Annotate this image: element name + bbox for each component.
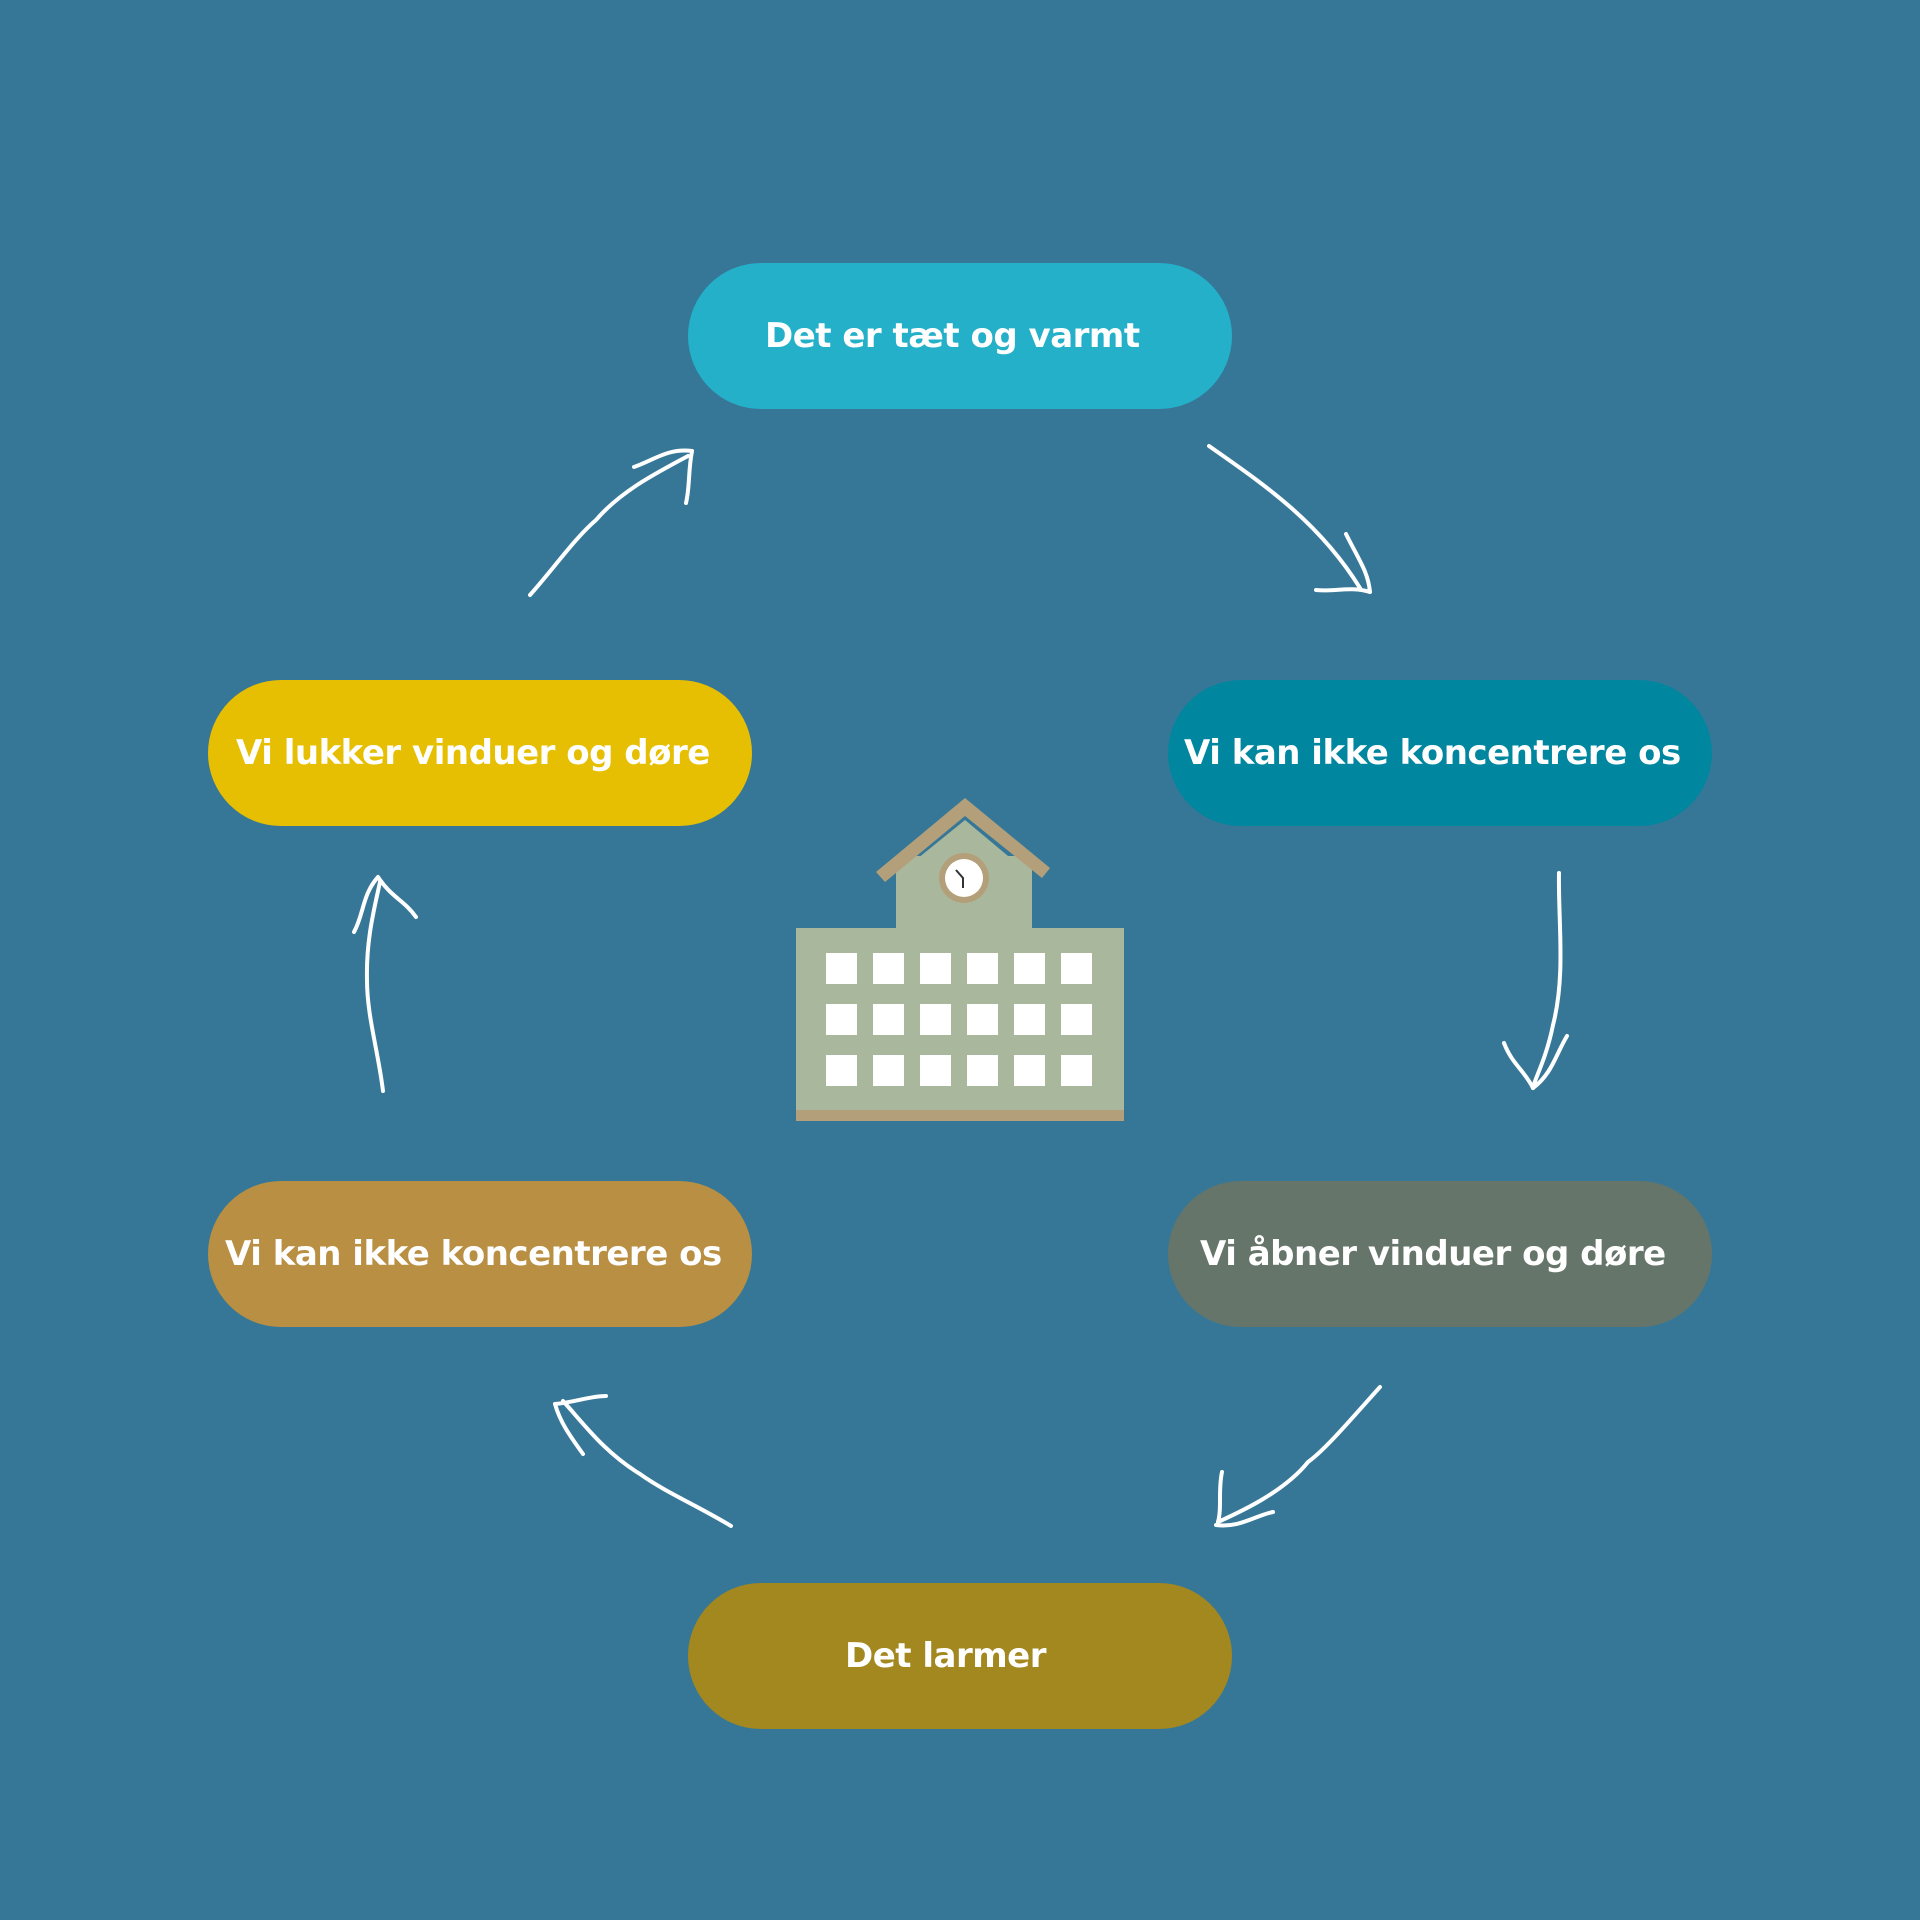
node-vi-kan-ikke-koncentrere-os-left: Vi kan ikke koncentrere os [208,1181,752,1327]
node-vi-abner-vinduer-og-dore: Vi åbner vinduer og døre [1168,1181,1712,1327]
node-label: Det larmer [845,1636,1047,1676]
school-window [967,1004,998,1035]
school-window [1061,953,1092,984]
node-label: Vi åbner vinduer og døre [1200,1234,1666,1274]
school-window [873,1004,904,1035]
school-window [1014,1004,1045,1035]
arrow-left1-to-top [528,448,694,597]
school-window [920,1055,951,1086]
school-window [1014,1055,1045,1086]
arrow-bottom-to-left2 [553,1394,733,1528]
school-windows [826,953,1092,1086]
node-label: Vi kan ikke koncentrere os [225,1234,722,1274]
arrow-left2-to-left1 [352,875,418,1093]
node-label: Vi kan ikke koncentrere os [1184,733,1681,773]
school-window [826,1055,857,1086]
school-window [967,953,998,984]
school-window [1061,1055,1092,1086]
node-det-er-taet-og-varmt: Det er tæt og varmt [688,263,1232,409]
school-window [826,953,857,984]
node-vi-lukker-vinduer-og-dore: Vi lukker vinduer og døre [208,680,752,826]
school-window [1014,953,1045,984]
node-det-larmer: Det larmer [688,1583,1232,1729]
node-label: Det er tæt og varmt [765,316,1140,356]
school-window [920,953,951,984]
school-window [826,1004,857,1035]
school-window [920,1004,951,1035]
school-window [967,1055,998,1086]
arrow-top-to-right1 [1207,444,1372,594]
school-window [873,953,904,984]
arrow-right1-to-right2 [1502,871,1569,1090]
school-window [1061,1004,1092,1035]
school-building-icon [796,798,1124,1121]
school-window [873,1055,904,1086]
node-vi-kan-ikke-koncentrere-os-right: Vi kan ikke koncentrere os [1168,680,1712,826]
node-label: Vi lukker vinduer og døre [236,733,710,773]
arrow-right2-to-bottom [1214,1385,1382,1528]
